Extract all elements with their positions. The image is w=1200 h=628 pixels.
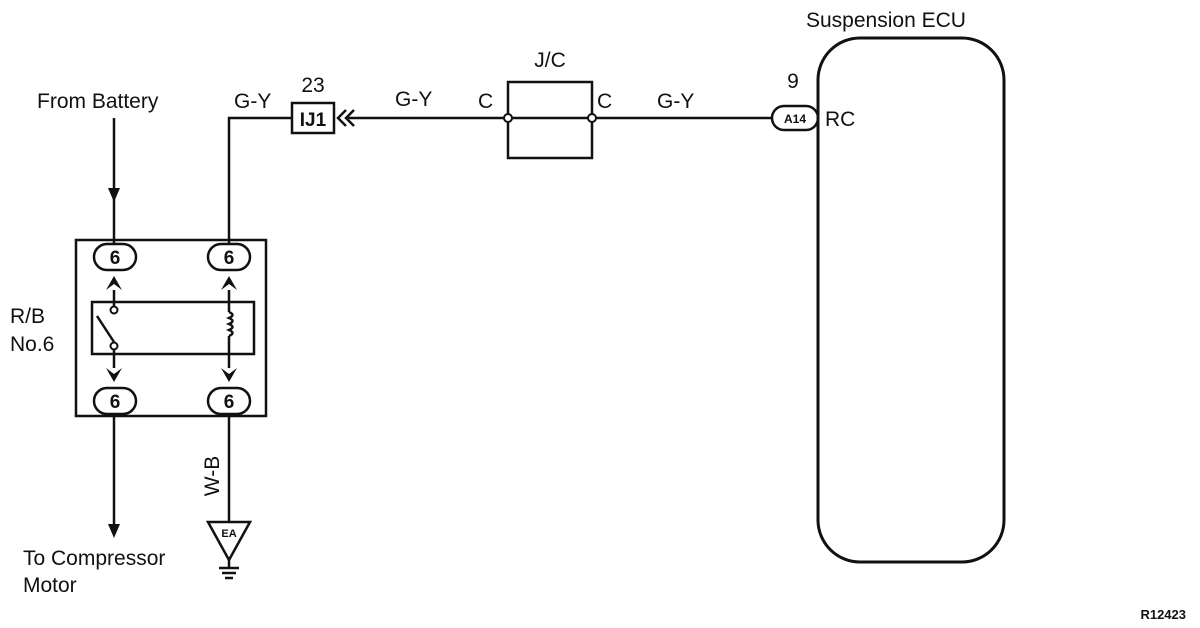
ij1-box	[290, 101, 336, 135]
ij1-connector: IJ1 23	[290, 74, 355, 135]
junction-connector: J/C C C	[478, 49, 612, 160]
jc-pin-left-label: C	[478, 90, 493, 113]
figure-code: R12423	[1140, 607, 1186, 622]
gy-right-label: G-Y	[657, 90, 694, 113]
gy-left-label: G-Y	[234, 90, 271, 113]
ecu-pin-number: 9	[787, 70, 799, 93]
battery-arrow-icon	[108, 188, 120, 202]
switch-contact-bottom-icon	[109, 341, 119, 351]
jc-terminal-left-icon	[503, 113, 513, 123]
pin-bottom-left-chevron-icon	[106, 368, 122, 382]
rb-number-label: No.6	[10, 333, 54, 356]
ground-ea: EA	[205, 520, 253, 580]
a14-label: A14	[784, 112, 806, 126]
ecu-title: Suspension ECU	[806, 9, 966, 32]
a14-pin-oval	[770, 104, 820, 132]
ground-triangle-icon	[205, 520, 253, 563]
switch-contact-top-icon	[109, 305, 119, 315]
ij1-plug-chevron-icon	[336, 109, 355, 127]
relay-block: R/B No.6 6 6 6 6	[10, 238, 268, 418]
jc-terminal-right-icon	[587, 113, 597, 123]
pin-bottom-right-chevron-icon	[221, 368, 237, 382]
rb-label: R/B	[10, 305, 45, 328]
relay-pin-top-right-number: 6	[224, 248, 235, 269]
ij1-label: IJ1	[300, 110, 327, 131]
ground-label: EA	[221, 528, 236, 540]
ecu-terminal-label: RC	[825, 108, 855, 131]
a14-connector: A14 9 RC	[770, 70, 855, 132]
jc-pin-right-label: C	[597, 90, 612, 113]
relay-body	[90, 300, 256, 356]
relay-pin-top-left-number: 6	[110, 248, 121, 269]
relay-coil-icon	[225, 310, 234, 338]
from-battery-label: From Battery	[37, 90, 159, 113]
suspension-ecu: Suspension ECU	[806, 9, 1006, 564]
relay-pin-bottom-right-number: 6	[224, 392, 235, 413]
relay-block-outline	[74, 238, 268, 418]
pin-top-right-chevron-icon	[221, 276, 237, 290]
compressor-arrow-icon	[108, 524, 120, 538]
to-compressor-label: To Compressor	[23, 547, 165, 570]
relay-pin-bottom-left-number: 6	[110, 392, 121, 413]
ij1-pin-number: 23	[301, 74, 324, 97]
switch-arm-icon	[95, 315, 116, 343]
wb-wire-label: W-B	[201, 456, 224, 496]
gy-middle-label: G-Y	[395, 88, 432, 111]
compressor-motor-label: Motor	[23, 574, 77, 597]
jc-box	[506, 80, 594, 160]
pin-top-left-chevron-icon	[106, 276, 122, 290]
jc-label: J/C	[534, 49, 566, 72]
gy-wire-left	[227, 116, 292, 244]
relay-pin-top-left	[92, 242, 138, 272]
